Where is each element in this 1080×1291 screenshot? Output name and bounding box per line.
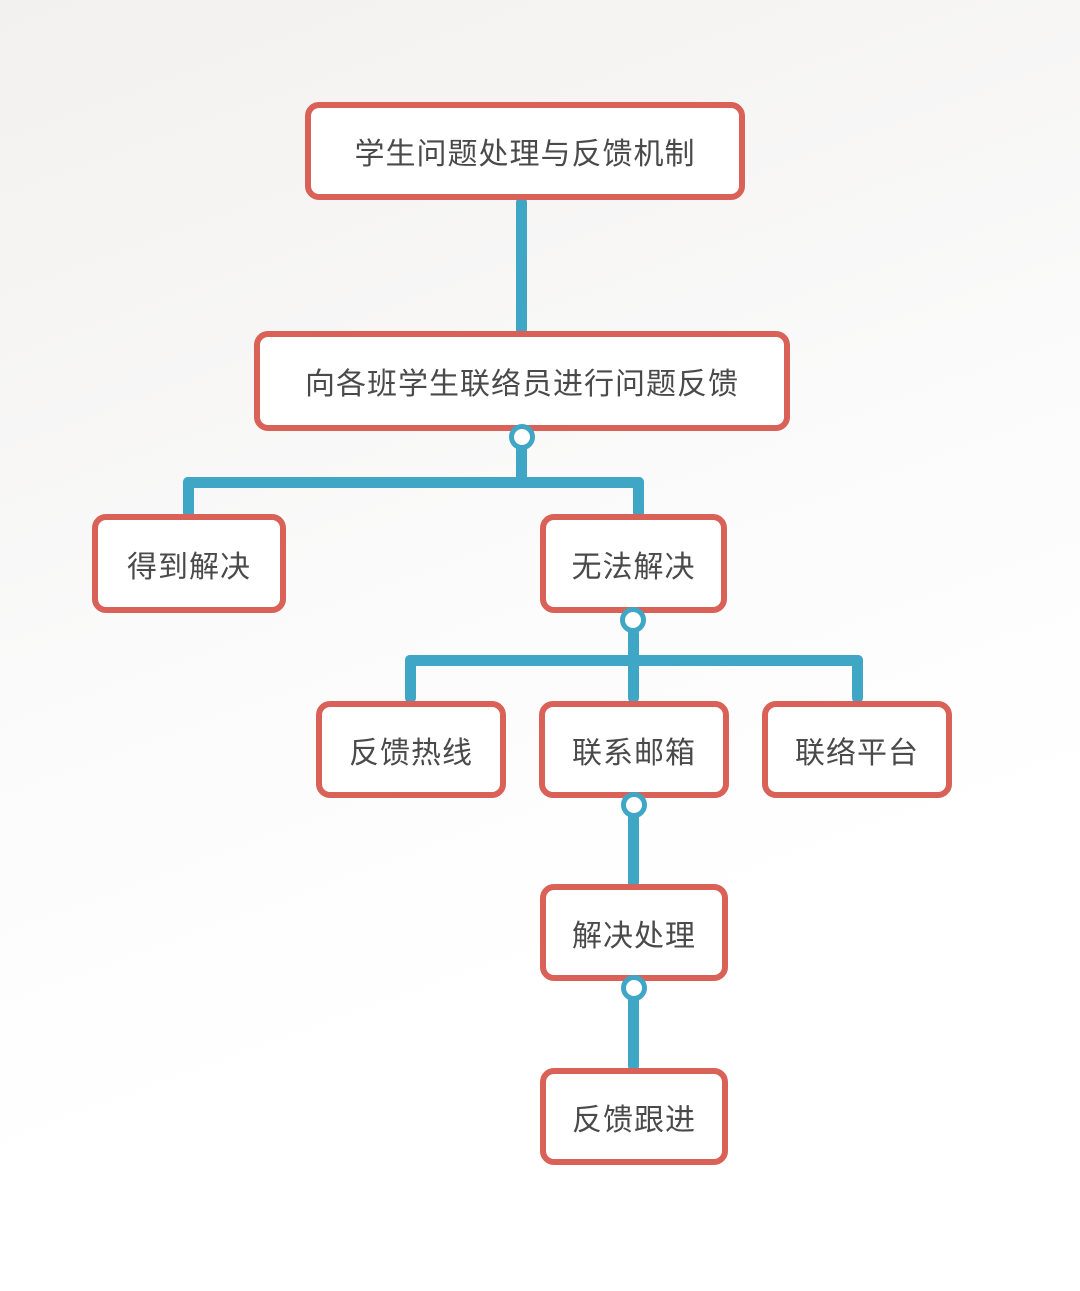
unresolved-collapse-dot[interactable] <box>620 607 646 633</box>
edge-unresolved-email-drop <box>628 655 639 703</box>
edge-unresolved-platform-drop <box>852 655 863 703</box>
node-process[interactable]: 解决处理 <box>540 884 728 981</box>
node-resolved-label: 得到解决 <box>127 550 251 584</box>
node-unresolved-label: 无法解决 <box>571 550 696 584</box>
node-platform[interactable]: 联络平台 <box>762 701 952 798</box>
node-root-label: 学生问题处理与反馈机制 <box>354 138 696 171</box>
node-root[interactable]: 学生问题处理与反馈机制 <box>305 102 745 200</box>
edge-process-followup-line <box>628 995 639 1071</box>
node-followup-label: 反馈跟进 <box>572 1103 696 1137</box>
node-email-label: 联系邮箱 <box>572 736 696 770</box>
node-hotline-label: 反馈热线 <box>349 736 473 770</box>
email-collapse-dot[interactable] <box>621 792 647 818</box>
process-collapse-dot[interactable] <box>621 975 647 1001</box>
node-report[interactable]: 向各班学生联络员进行问题反馈 <box>254 331 790 431</box>
edge-report-branch-stem <box>516 444 527 488</box>
node-report-label: 向各班学生联络员进行问题反馈 <box>305 368 739 401</box>
node-followup[interactable]: 反馈跟进 <box>540 1068 728 1165</box>
node-resolved[interactable]: 得到解决 <box>92 514 286 613</box>
edge-report-resolved-drop <box>183 477 194 518</box>
node-unresolved[interactable]: 无法解决 <box>540 514 727 613</box>
node-process-label: 解决处理 <box>572 919 696 953</box>
edge-root-report-line <box>516 197 527 335</box>
edge-report-branch-bar <box>183 477 644 488</box>
edge-unresolved-hotline-drop <box>405 655 416 703</box>
node-email[interactable]: 联系邮箱 <box>539 701 729 798</box>
edge-report-unresolved-drop <box>633 477 644 518</box>
report-collapse-dot[interactable] <box>509 424 535 450</box>
edge-email-process-line <box>628 812 639 888</box>
node-platform-label: 联络平台 <box>795 736 919 770</box>
node-hotline[interactable]: 反馈热线 <box>316 701 506 798</box>
edge-unresolved-branch-stem <box>628 628 639 666</box>
